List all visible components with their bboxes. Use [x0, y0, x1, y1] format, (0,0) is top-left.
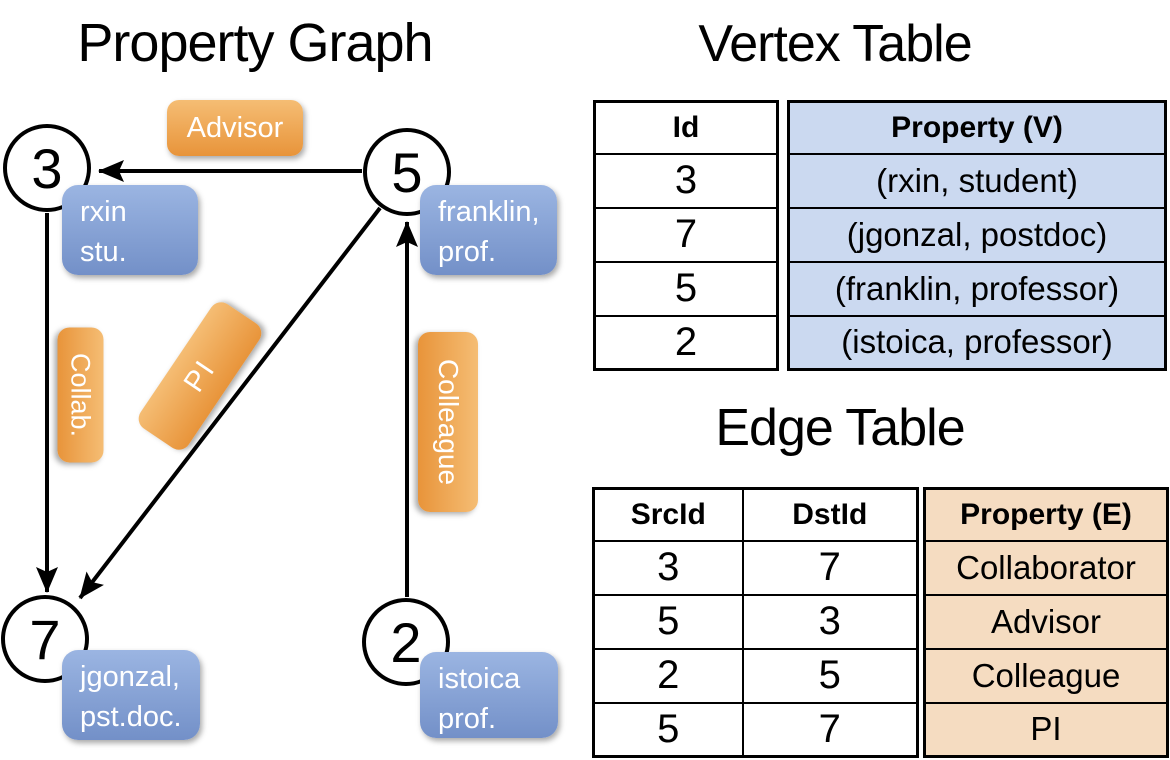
node-3-property-box: rxin stu. — [62, 185, 198, 275]
cell-src: 5 — [592, 593, 744, 650]
cell-src: 2 — [592, 647, 744, 704]
table-row: Advisor — [923, 593, 1169, 650]
node-property-line: franklin, — [438, 196, 540, 228]
cell-dst: 7 — [741, 539, 919, 596]
cell-property: (jgonzal, postdoc) — [787, 206, 1167, 263]
node-5-property-box: franklin, prof. — [420, 185, 557, 275]
table-header-row: Property (V) — [787, 100, 1167, 155]
edge-label-colleague: Colleague — [418, 332, 478, 512]
cell-id: 5 — [593, 260, 779, 317]
node-id: 2 — [390, 610, 422, 674]
table-row: 2 — [593, 314, 779, 371]
cell-property: Collaborator — [923, 539, 1169, 596]
table-row: (rxin, student) — [787, 152, 1167, 209]
table-row: 3 — [593, 152, 779, 209]
cell-src: 3 — [592, 539, 744, 596]
cell-property: (istoica, professor) — [787, 314, 1167, 371]
node-property-line: prof. — [438, 703, 497, 735]
node-property-line: istoica — [438, 663, 521, 695]
property-graph-title: Property Graph — [77, 13, 433, 73]
table-row: (jgonzal, postdoc) — [787, 206, 1167, 263]
cell-dst: 3 — [741, 593, 919, 650]
cell-property: Colleague — [923, 647, 1169, 704]
table-header-row: Id — [593, 100, 779, 155]
vertex-id-header: Id — [593, 100, 779, 155]
cell-property: PI — [923, 701, 1169, 758]
graph-node-3: 3 — [3, 124, 91, 212]
node-property-line: prof. — [438, 236, 497, 268]
table-header-row: SrcId DstId — [592, 487, 919, 542]
node-7-property-box: jgonzal, pst.doc. — [62, 650, 200, 740]
table-row: PI — [923, 701, 1169, 758]
cell-dst: 7 — [741, 701, 919, 758]
cell-dst: 5 — [741, 647, 919, 704]
edge-label-collab: Collab. — [57, 327, 104, 463]
node-property-line: pst.doc. — [80, 701, 182, 733]
node-2-property-box: istoica prof. — [420, 652, 558, 738]
table-row: Collaborator — [923, 539, 1169, 596]
node-id: 5 — [391, 140, 423, 204]
graph-node-5: 5 — [363, 128, 451, 216]
cell-id: 7 — [593, 206, 779, 263]
cell-property: Advisor — [923, 593, 1169, 650]
cell-property: (rxin, student) — [787, 152, 1167, 209]
edge-srcid-header: SrcId — [592, 487, 744, 542]
vertex-property-table: Property (V) (rxin, student)(jgonzal, po… — [787, 100, 1167, 371]
table-header-row: Property (E) — [923, 487, 1169, 542]
vertex-property-header: Property (V) — [787, 100, 1167, 155]
cell-property: (franklin, professor) — [787, 260, 1167, 317]
node-property-line: rxin — [80, 196, 127, 228]
node-id: 3 — [31, 136, 63, 200]
table-row: 5 — [593, 260, 779, 317]
cell-id: 3 — [593, 152, 779, 209]
node-property-line: stu. — [80, 236, 127, 268]
node-property-line: jgonzal, — [80, 661, 180, 693]
table-row: (franklin, professor) — [787, 260, 1167, 317]
edge-property-header: Property (E) — [923, 487, 1169, 542]
table-row: Colleague — [923, 647, 1169, 704]
vertex-table-title: Vertex Table — [698, 15, 972, 73]
cell-id: 2 — [593, 314, 779, 371]
node-id: 7 — [29, 607, 61, 671]
cell-src: 5 — [592, 701, 744, 758]
table-row: (istoica, professor) — [787, 314, 1167, 371]
table-row: 7 — [593, 206, 779, 263]
edge-table-title: Edge Table — [715, 399, 965, 457]
edge-label-pi: PI — [134, 297, 266, 455]
edge-dstid-header: DstId — [741, 487, 919, 542]
edge-label-advisor: Advisor — [167, 100, 303, 156]
